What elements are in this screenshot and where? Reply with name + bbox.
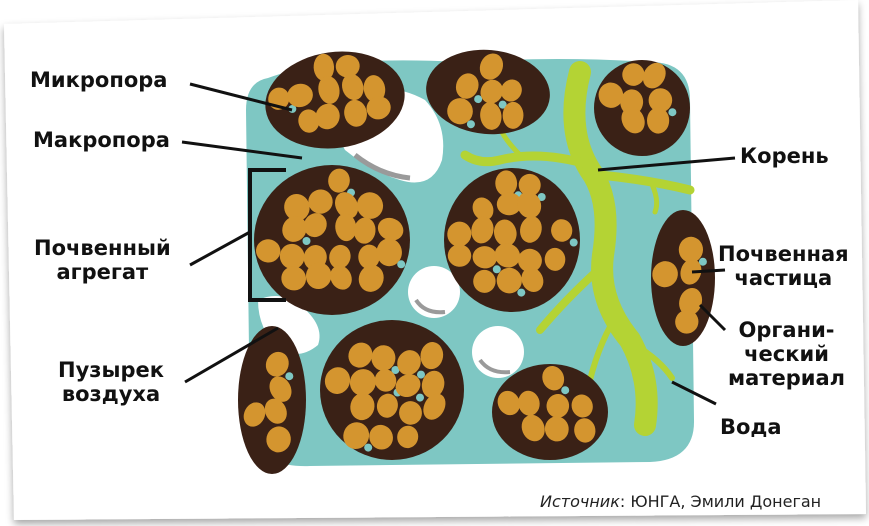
micropore: [364, 444, 372, 452]
source-text: : ЮНГА, Эмили Донеган: [620, 492, 821, 511]
source-credit: Источник: ЮНГА, Эмили Донеган: [540, 492, 821, 511]
micropore: [561, 386, 569, 394]
micropore: [570, 239, 578, 247]
label-macropore: Макропора: [33, 128, 170, 152]
micropore: [397, 260, 405, 268]
label-air-bubble-line2: воздуха: [58, 382, 164, 406]
micropore: [285, 372, 293, 380]
soil-aggregate: [238, 326, 306, 474]
label-water: Вода: [720, 415, 782, 439]
label-soil-aggregate-line1: Почвенный: [34, 236, 171, 260]
label-soil-aggregate-line2: агрегат: [34, 260, 171, 284]
micropore: [517, 289, 525, 297]
label-organic-line1: Органи-: [728, 318, 845, 342]
label-soil-particle: Почвенная частица: [718, 242, 849, 290]
source-prefix: Источник: [540, 492, 620, 511]
label-micropore: Микропора: [30, 68, 167, 92]
micropore: [668, 108, 676, 116]
label-air-bubble: Пузырек воздуха: [58, 358, 164, 406]
label-organic-line3: материал: [728, 366, 845, 390]
label-air-bubble-line1: Пузырек: [58, 358, 164, 382]
micropore: [493, 265, 501, 273]
label-soil-particle-line1: Почвенная: [718, 242, 849, 266]
label-root: Корень: [740, 144, 829, 168]
soil-aggregate: [444, 168, 580, 312]
soil-aggregate: [254, 165, 410, 315]
micropore: [416, 394, 424, 402]
label-soil-particle-line2: частица: [718, 266, 849, 290]
soil-aggregate: [320, 320, 464, 460]
label-organic-line2: ческий: [728, 342, 845, 366]
micropore: [417, 371, 425, 379]
label-organic-material: Органи- ческий материал: [728, 318, 845, 390]
micropore: [303, 237, 311, 245]
label-soil-aggregate: Почвенный агрегат: [34, 236, 171, 284]
